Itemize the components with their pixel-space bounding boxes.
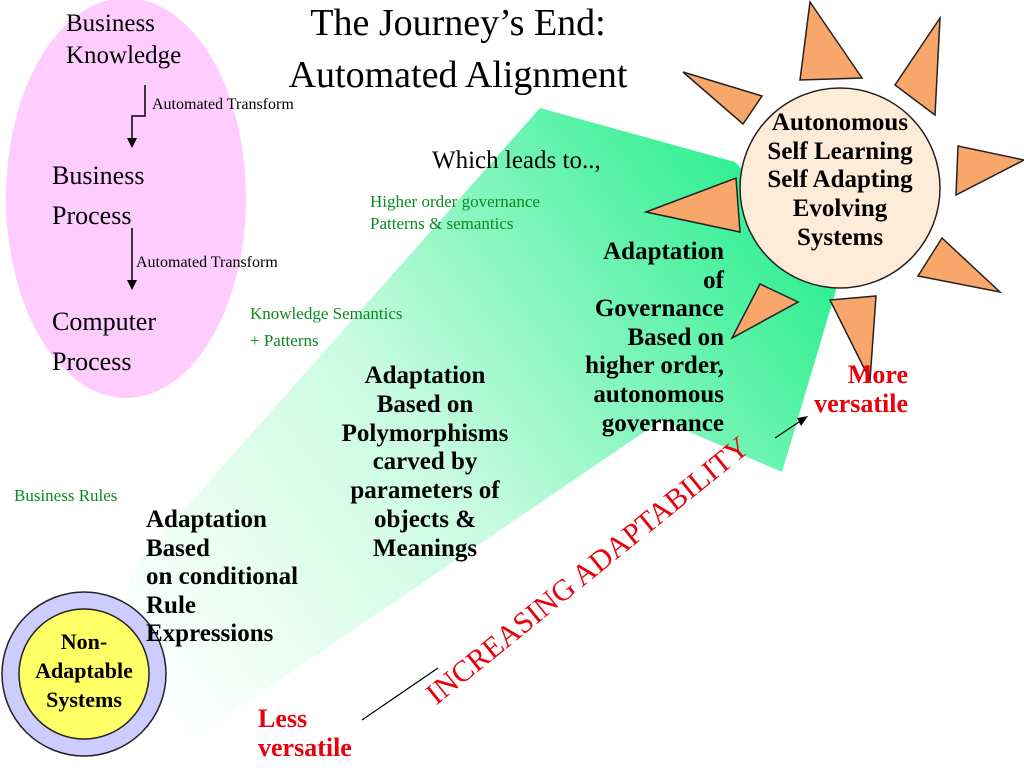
sun-ray-bottom: [828, 295, 877, 383]
stage-governance: Adaptation of Governance Based on higher…: [585, 238, 724, 437]
sun-ray-top-left: [682, 71, 764, 126]
adaptability-arrow: [95, 108, 842, 758]
more-versatile-label: More versatile: [814, 360, 908, 418]
less-versatile-pointer: [361, 667, 439, 721]
computer-process-label: Computer Process: [52, 307, 156, 376]
higher-order-governance-label: Higher order governance Patterns & seman…: [370, 192, 540, 233]
knowledge-semantics-label: Knowledge Semantics + Patterns: [250, 304, 403, 350]
sun-ray-top-right: [893, 15, 941, 117]
sun-core: [739, 87, 941, 289]
sun-rays: [643, 0, 1024, 383]
business-process-label: Business Process: [52, 161, 145, 230]
non-adaptable-inner-core: [18, 608, 150, 740]
page-title-line-1: The Journey’s End:: [310, 2, 606, 44]
which-leads-to-label: Which leads to..,: [432, 147, 601, 174]
sun-ray-bottom-left: [730, 283, 800, 340]
stage-polymorphisms: Adaptation Based on Polymorphisms carved…: [341, 362, 509, 562]
automated-transform-label-1: Automated Transform: [152, 96, 294, 113]
automated-transform-label-2: Automated Transform: [136, 254, 278, 271]
sun-ray-left: [643, 176, 741, 233]
business-knowledge-label: Business Knowledge: [66, 10, 182, 69]
less-versatile-label: Less versatile: [258, 704, 352, 762]
non-adaptable-systems-label: Non- Adaptable Systems: [35, 629, 133, 712]
transform-connector-1: [131, 85, 146, 140]
sun-ray-top: [799, 0, 864, 81]
sun-ray-right: [955, 145, 1024, 197]
stage-conditional-rules: Adaptation Based on conditional Rule Exp…: [146, 506, 299, 647]
business-rules-label: Business Rules: [14, 486, 118, 505]
page-title-line-2: Automated Alignment: [288, 54, 628, 96]
sun-ray-bottom-right: [916, 236, 1003, 294]
knowledge-ellipse: [6, 0, 246, 398]
autonomous-systems-label: Autonomous Self Learning Self Adapting E…: [767, 109, 913, 251]
